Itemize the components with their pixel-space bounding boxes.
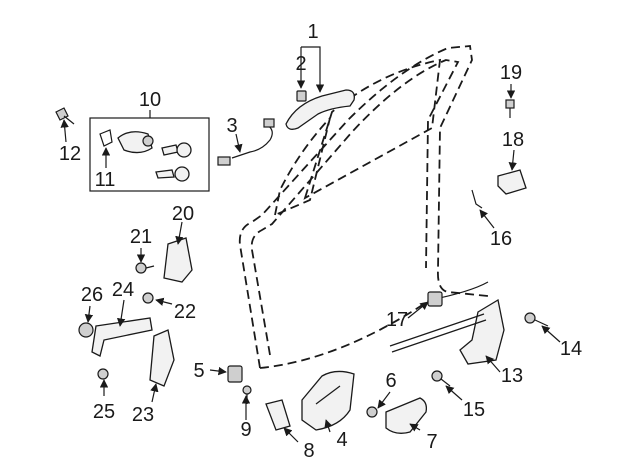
callout-25: 25 xyxy=(93,401,115,423)
clip-16-part xyxy=(471,189,483,209)
callout-15: 15 xyxy=(463,399,485,421)
callout-18: 18 xyxy=(502,129,524,151)
bolt-25-part xyxy=(97,368,109,380)
clip-5-part xyxy=(227,365,243,383)
cover-7-part xyxy=(385,397,428,434)
rod-clip-17-part xyxy=(427,291,443,307)
callout-11: 11 xyxy=(95,169,116,191)
screw-6-part xyxy=(366,406,378,418)
hinge-23-part xyxy=(149,329,175,387)
door-latch-13-part xyxy=(389,281,505,365)
screw-9-part xyxy=(242,385,252,404)
callout-10: 10 xyxy=(139,89,161,111)
callout-12: 12 xyxy=(59,143,81,165)
hinge-20-part xyxy=(163,237,193,283)
callout-23: 23 xyxy=(132,404,154,426)
callout-26: 26 xyxy=(81,284,103,306)
callout-16: 16 xyxy=(490,228,512,250)
bolt-22-part xyxy=(142,292,154,304)
callout-9: 9 xyxy=(240,419,251,441)
callout-5: 5 xyxy=(193,360,204,382)
nut-26-part xyxy=(78,322,94,338)
callout-17: 17 xyxy=(386,309,408,331)
outside-handle-part xyxy=(285,89,355,130)
callout-13: 13 xyxy=(501,365,523,387)
callout-3: 3 xyxy=(226,115,237,137)
hinge-24-part xyxy=(91,317,153,357)
callout-22: 22 xyxy=(174,301,196,323)
callout-1: 1 xyxy=(307,21,318,43)
callout-7: 7 xyxy=(426,431,437,453)
callout-8: 8 xyxy=(303,440,314,462)
callout-6: 6 xyxy=(385,370,396,392)
lock-cylinder-kit-box xyxy=(89,117,210,192)
bolt-15-part xyxy=(431,370,451,387)
callout-14: 14 xyxy=(560,338,582,360)
handle-cap-part xyxy=(296,90,307,102)
screw-19-part xyxy=(505,99,515,118)
bolt-21-part xyxy=(135,262,155,274)
callout-2: 2 xyxy=(295,53,306,75)
bolt-12-part xyxy=(55,107,75,125)
bolt-14-part xyxy=(524,312,549,327)
bracket-8-part xyxy=(265,399,291,431)
door-frame-outline xyxy=(238,45,489,369)
callout-24: 24 xyxy=(112,279,134,301)
callout-21: 21 xyxy=(130,226,152,248)
callout-19: 19 xyxy=(500,62,522,84)
callout-20: 20 xyxy=(172,203,194,225)
leader-lines xyxy=(60,46,561,443)
inside-handle-4-part xyxy=(301,370,355,431)
lock-cable-part xyxy=(217,118,275,166)
callout-4: 4 xyxy=(336,429,347,451)
striker-bracket-18-part xyxy=(497,169,527,195)
